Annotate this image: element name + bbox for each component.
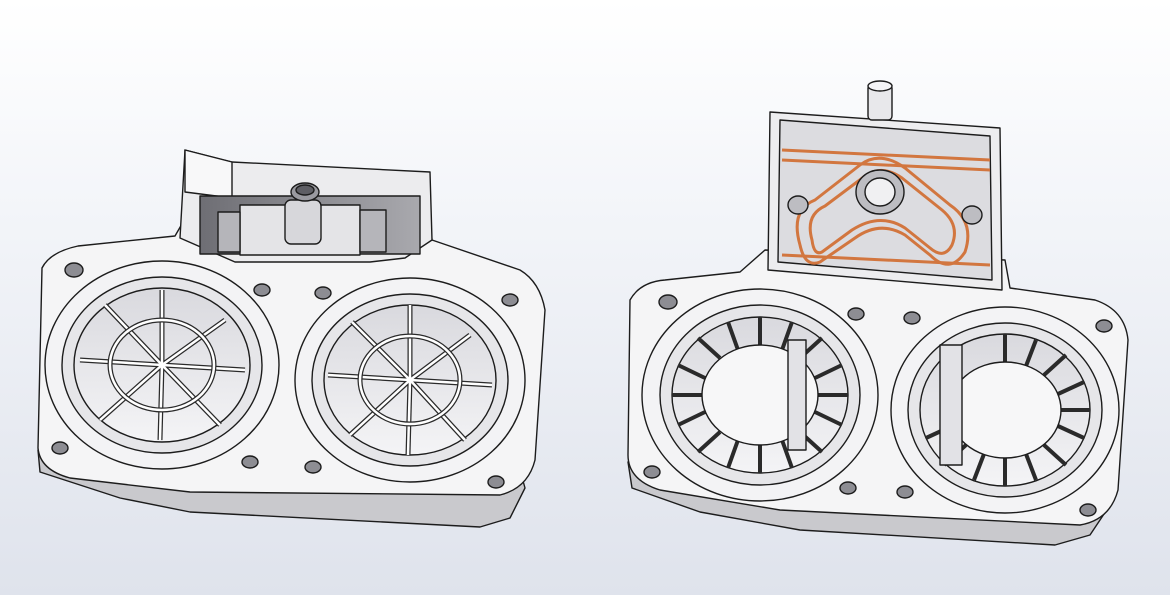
right-chamber-1	[641, 288, 879, 502]
right-chamber-2	[890, 306, 1120, 514]
left-chamber-1	[44, 260, 280, 470]
right-gasket	[781, 148, 991, 267]
right-bolt-holes	[643, 294, 1113, 517]
left-bolt-holes	[51, 262, 519, 489]
pump-housing-right	[627, 80, 1129, 546]
pump-housing-left	[37, 149, 546, 528]
left-chamber-2	[294, 277, 526, 483]
